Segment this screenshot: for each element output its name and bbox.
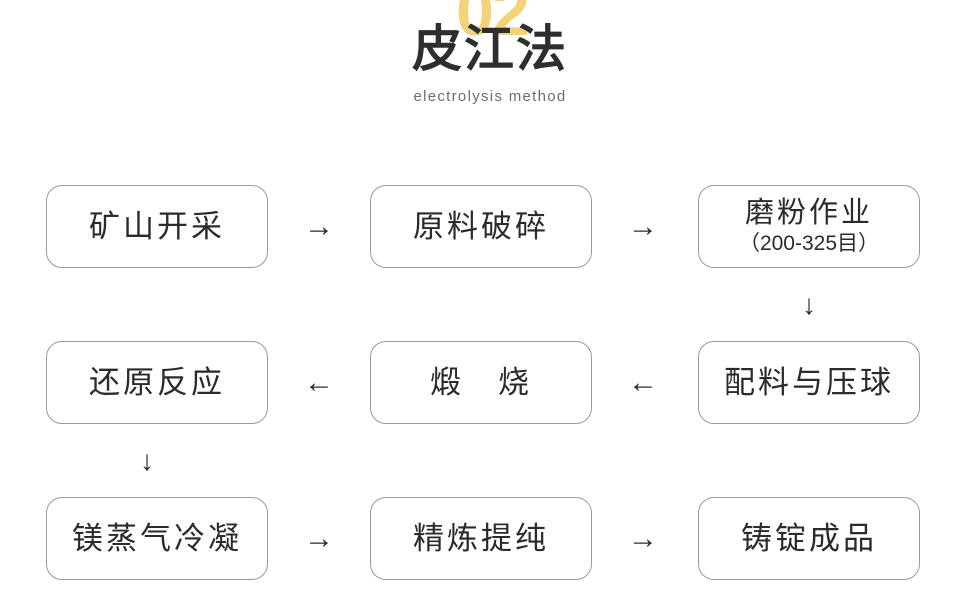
arrow-condensation-to-refining: →: [304, 521, 334, 555]
flow-node-crushing[interactable]: 原料破碎: [370, 185, 592, 268]
section-number-badge: 02: [456, 0, 530, 50]
arrow-mining-to-crushing: →: [304, 209, 334, 243]
header: 02 皮江法 electrolysis method: [0, 0, 980, 150]
arrow-refining-to-casting: →: [628, 521, 658, 555]
flow-node-briquetting[interactable]: 配料与压球: [698, 341, 920, 424]
flow-node-label: 原料破碎: [413, 208, 549, 244]
flow-node-label: 矿山开采: [89, 208, 225, 244]
flow-node-calcination[interactable]: 煅 烧: [370, 341, 592, 424]
flow-node-mining[interactable]: 矿山开采: [46, 185, 268, 268]
flow-node-label: 铸锭成品: [741, 520, 877, 556]
page-subtitle: electrolysis method: [413, 88, 567, 105]
flow-node-refining[interactable]: 精炼提纯: [370, 497, 592, 580]
arrow-crushing-to-grinding: →: [628, 209, 658, 243]
page-title: 皮江法: [412, 21, 568, 77]
flow-node-reduction[interactable]: 还原反应: [46, 341, 268, 424]
flow-node-sublabel: （200-325目）: [738, 231, 880, 255]
flow-node-label: 配料与压球: [724, 364, 894, 400]
header-inner: 02 皮江法 electrolysis method: [340, 0, 640, 150]
arrow-briquetting-to-calcination: ←: [628, 365, 658, 399]
flow-node-label: 精炼提纯: [413, 520, 549, 556]
process-flowchart: 矿山开采 → 原料破碎 → 磨粉作业 （200-325目） ↓ 还原反应 ← 煅…: [0, 150, 980, 610]
flow-node-label: 还原反应: [89, 364, 225, 400]
arrow-calcination-to-reduction: ←: [304, 365, 334, 399]
flow-node-casting[interactable]: 铸锭成品: [698, 497, 920, 580]
flow-node-grinding[interactable]: 磨粉作业 （200-325目）: [698, 185, 920, 268]
arrow-reduction-to-condensation: ↓: [140, 445, 154, 476]
flow-node-label: 镁蒸气冷凝: [72, 520, 242, 556]
flow-node-label: 磨粉作业: [744, 197, 873, 230]
arrow-grinding-to-briquetting: ↓: [802, 289, 816, 320]
flow-node-condensation[interactable]: 镁蒸气冷凝: [46, 497, 268, 580]
flow-node-label: 煅 烧: [430, 364, 532, 400]
